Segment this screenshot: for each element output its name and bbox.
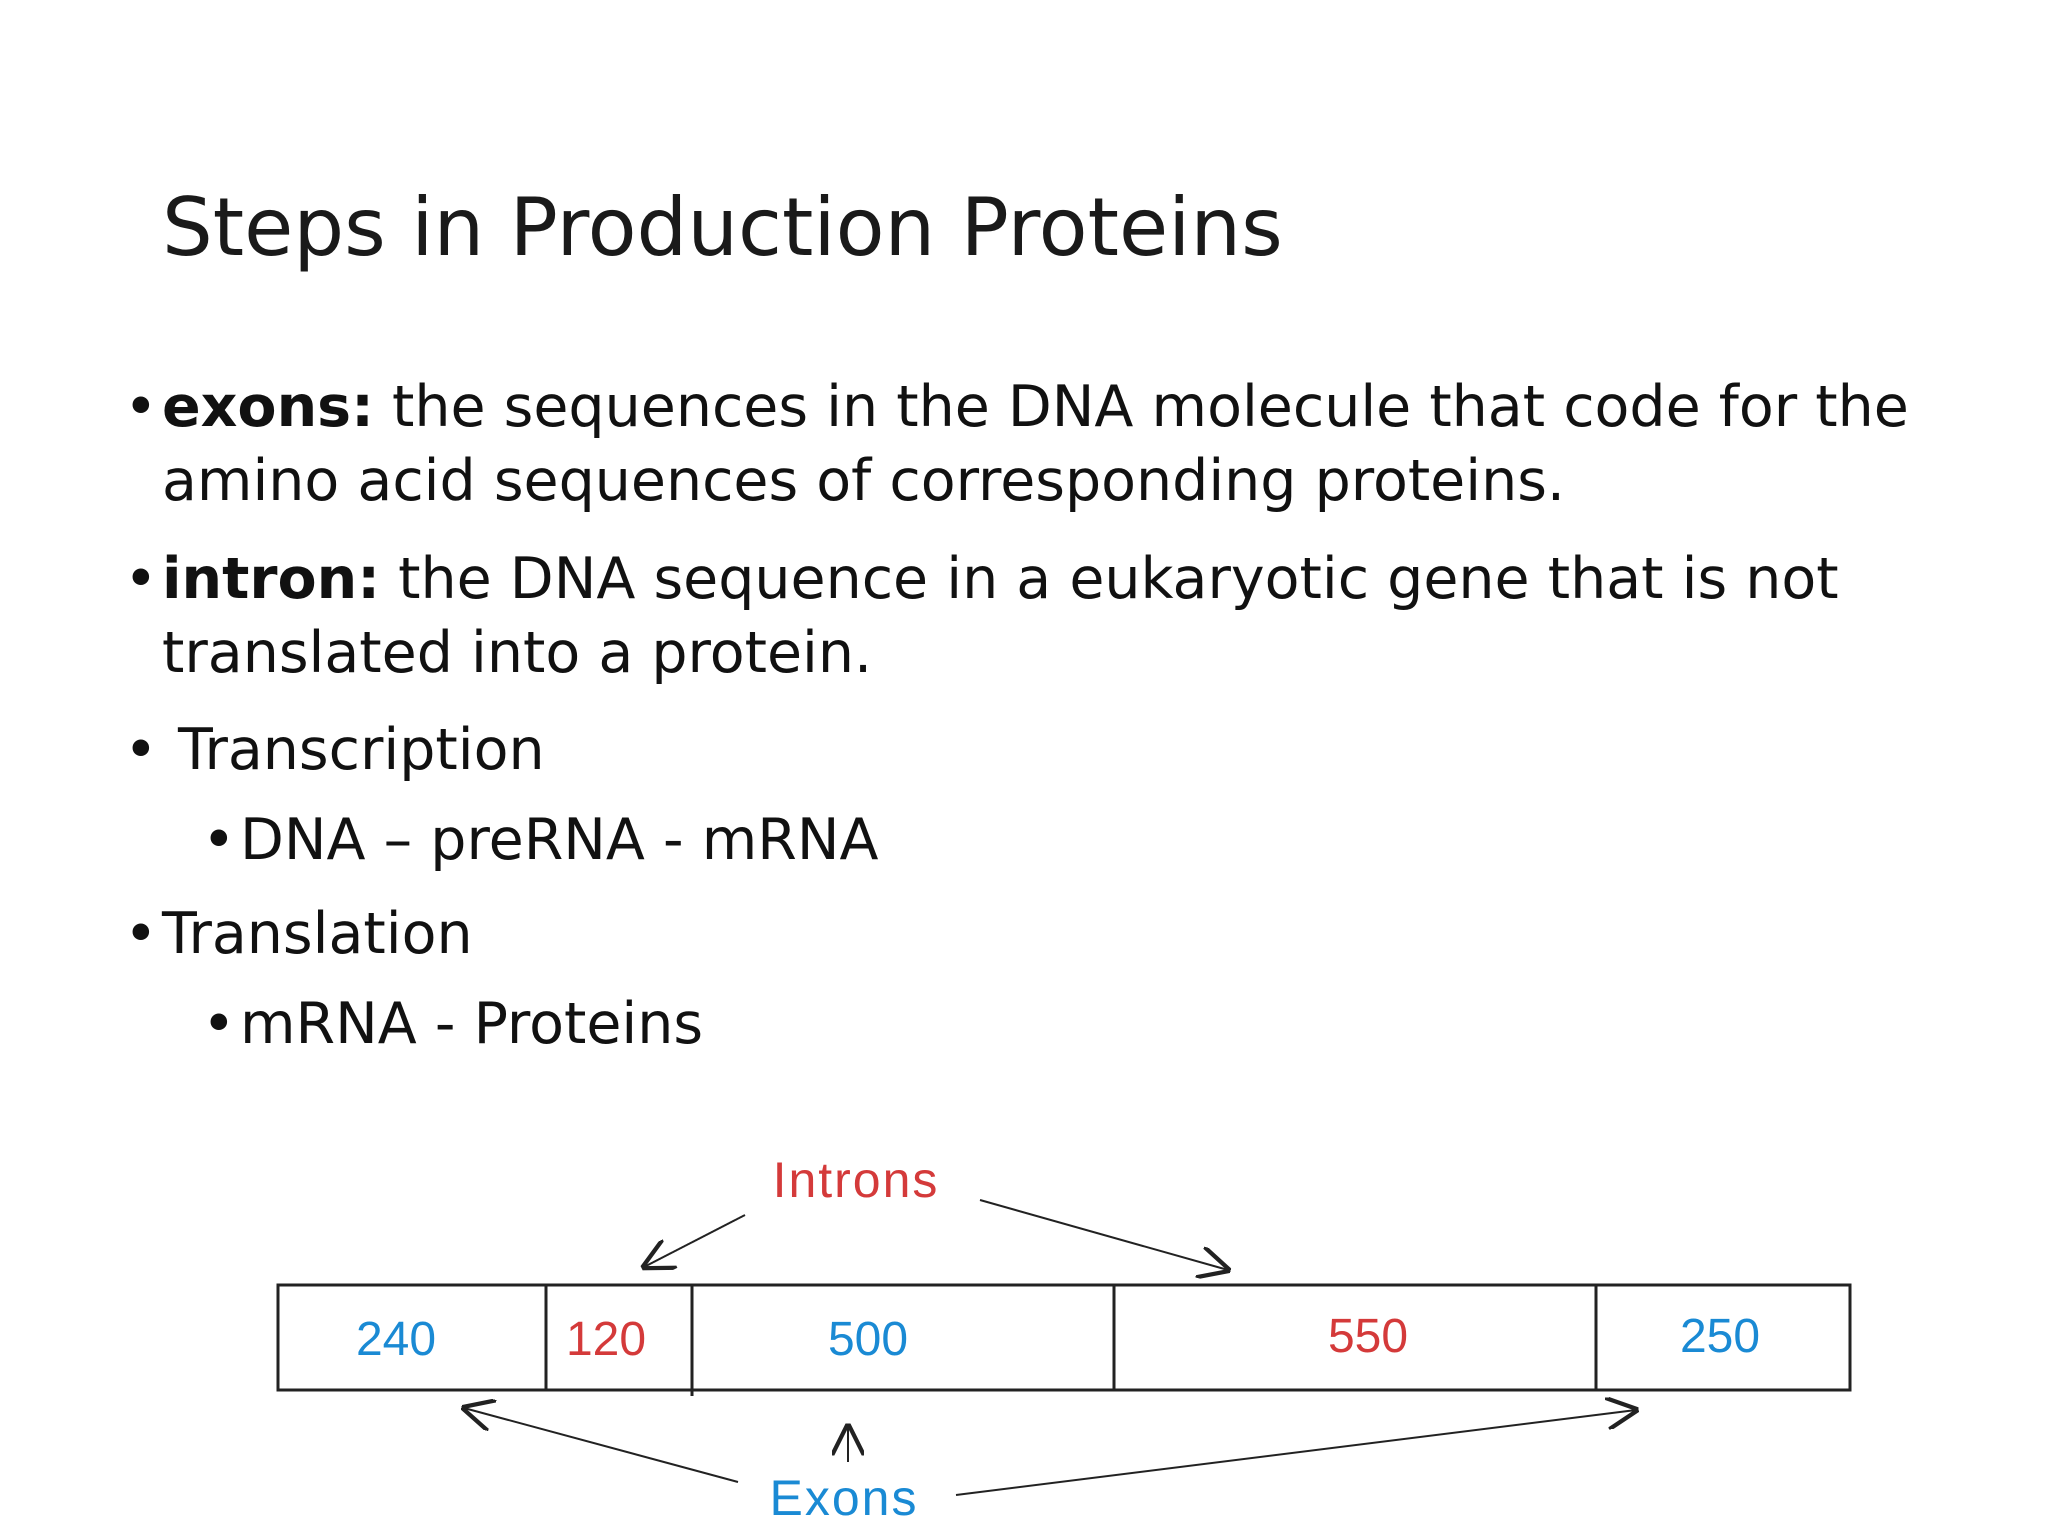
exons-label: Exons [770, 1470, 919, 1526]
term-intron: intron: [162, 546, 381, 612]
segment-exon-value: 240 [356, 1313, 436, 1366]
segment-exon-value: 250 [1680, 1310, 1760, 1363]
sub-bullet-marker: • [202, 991, 236, 1057]
segment-intron-value: 550 [1328, 1310, 1408, 1363]
sub-bullet-transcription: DNA – preRNA - mRNA [240, 807, 879, 873]
exon-arrow-right [955, 1410, 1636, 1496]
introns-label: Introns [773, 1152, 940, 1208]
slide-title: Steps in Production Proteins [162, 181, 1283, 274]
sub-bullet-marker: • [202, 807, 236, 873]
bullet-marker: • [124, 717, 158, 783]
gene-box [276, 1283, 1852, 1392]
bullet-transcription: Transcription [178, 717, 545, 783]
bullet-marker: • [124, 374, 158, 440]
definition-intron-part1: the DNA sequence in a eukaryotic gene th… [380, 546, 1839, 612]
definition-exons-part1: the sequences in the DNA molecule that c… [373, 374, 1909, 440]
bullet-intron-line1: intron: the DNA sequence in a eukaryotic… [162, 542, 1839, 616]
bullet-marker: • [124, 901, 158, 967]
definition-exons-part2: amino acid sequences of corresponding pr… [162, 448, 1566, 514]
bullet-translation: Translation [162, 901, 473, 967]
bullet-marker: • [124, 546, 158, 612]
bullet-exons-line1: exons: the sequences in the DNA molecule… [162, 370, 1909, 444]
intron-arrow-left [644, 1214, 746, 1267]
segment-exon-value: 500 [828, 1313, 908, 1366]
exon-arrow-left [464, 1408, 739, 1483]
intron-arrow-right [979, 1199, 1228, 1270]
sub-bullet-translation: mRNA - Proteins [240, 991, 704, 1057]
segment-intron-value: 120 [566, 1313, 646, 1366]
term-exons: exons: [162, 374, 374, 440]
definition-intron-part2: translated into a protein. [162, 620, 873, 686]
